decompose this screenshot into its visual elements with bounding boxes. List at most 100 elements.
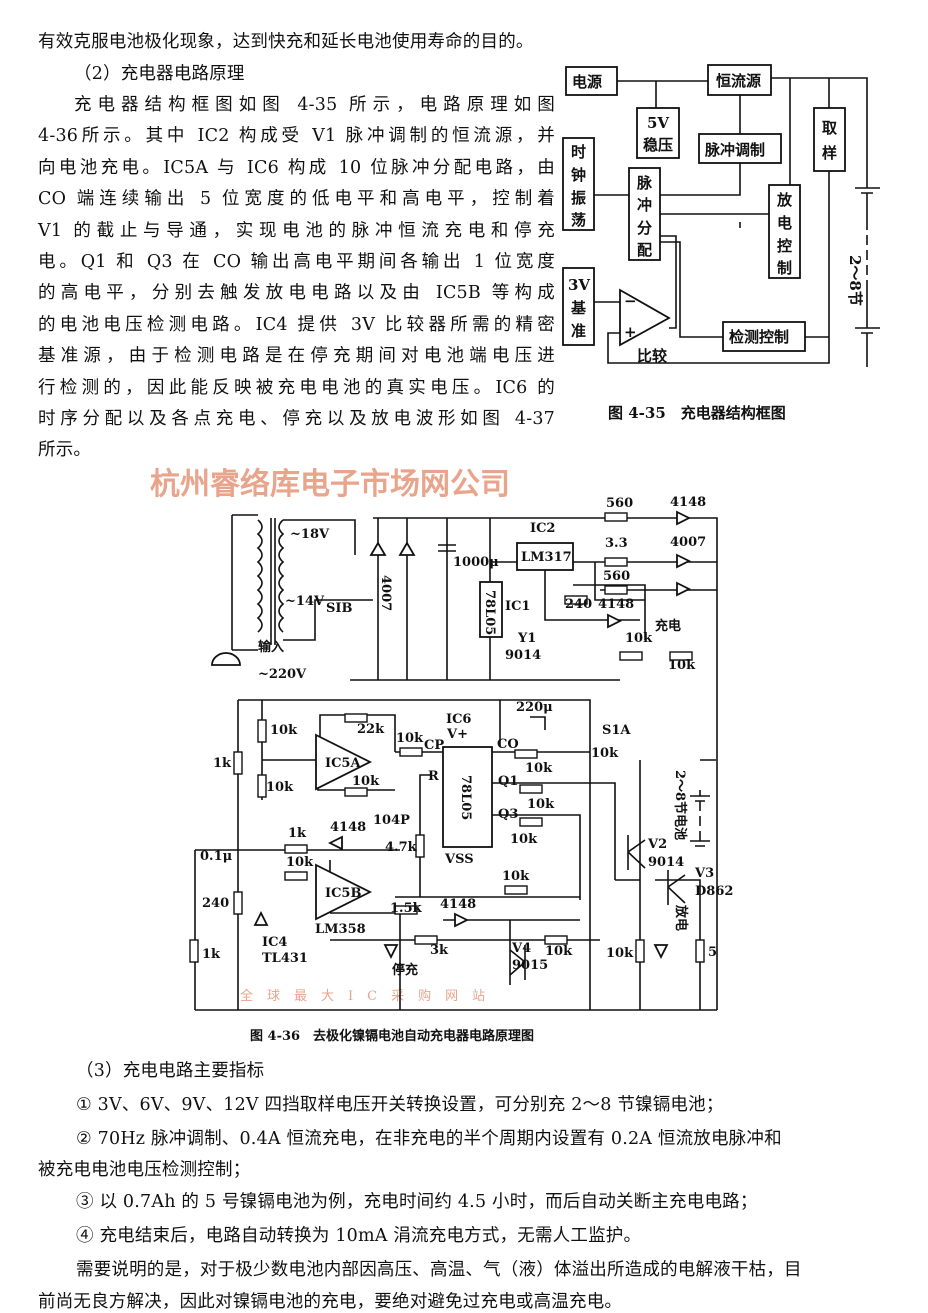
paragraph-line: 有效克服电池极化现象，达到快充和延长电池使用寿命的目的。 [38,32,534,52]
label-cp: CP [424,738,444,753]
label-r15k: 1.5k [390,901,423,916]
resistor [257,774,267,798]
capacitor-1000u [438,544,456,552]
resistor [399,747,423,757]
label-v4-part: 9015 [512,958,548,973]
resistor [414,935,438,945]
pulse-mod-block [698,133,782,164]
label-charge: 充电 [655,618,681,634]
pulse-mod-label: 脉冲调制 [704,141,765,159]
paragraph-line: 时序分配以及各点充电、停充以及放电波形如图 4-37 [38,409,555,429]
label-q1: Q1 [498,774,518,789]
ic5b-opamp [315,863,373,921]
label-r10k-d: 10k [266,780,294,795]
resistor [504,885,528,895]
plus-sign: + [624,323,637,341]
resistor [669,651,693,661]
label-r10k-n: 10k [591,746,619,761]
label-r10k-l: 10k [545,944,573,959]
label-r10k-k: 10k [502,869,530,884]
discharge-label: 制 [777,259,792,277]
label-c220: 220μ [516,700,553,715]
label-co: CO [497,737,519,752]
label-v4: V4 [511,941,531,956]
power-block [565,66,618,96]
label-d4148b: 4148 [598,597,634,612]
label-r10k-f: 10k [396,731,424,746]
ref-3v-label: 3V [568,276,590,294]
label-ic6: IC6 [446,712,471,727]
label-d4007a: 4007 [378,575,393,611]
resistor [635,939,645,963]
reg-5v-label: 5V [647,114,669,132]
paragraph-line: 4-36所示。其中 IC2 构成受 V1 脉冲调制的恒流源，并 [38,126,555,147]
label-d4148d: 4148 [440,897,476,912]
paragraph-line: 的高电平，分别去触发放电电路以及由 IC5B 等构成 [38,283,555,304]
section-heading: （3）充电电路主要指标 [76,1061,265,1081]
label-r10k-c: 10k [270,723,298,738]
paragraph-line: 的电池电压检测电路。IC4 提供 3V 比较器所需的精密 [38,314,555,335]
discharge-label: 放 [776,191,793,209]
label-vplus: V+ [446,727,468,742]
label-r10k-e: 10k [352,774,380,789]
resistor [604,512,628,522]
clock-label: 钟 [571,166,586,184]
paragraph-line: CO 端连续输出 5 位宽度的低电平和高电平，控制着 [38,189,555,210]
label-r10k-g: 10k [525,761,553,776]
label-s1b: SIB [326,601,352,616]
ref-3v-label: 基 [570,299,587,317]
label-r1k-b: 1k [288,826,307,841]
figure-caption-4-36: 图 4-36 去极化镍镉电池自动充电器电路原理图 [250,1028,534,1044]
label-ic2: IC2 [530,521,555,536]
label-lm317: LM317 [521,550,572,565]
transformer-primary [256,519,263,633]
resistor [284,844,308,854]
resistor [233,891,243,915]
pulse-dist-label: 配 [637,241,652,259]
paragraph-line: V1 的截止与导通，实现电池的脉冲恒流充电和停充 [38,220,555,241]
paragraph-line: 基准源，由于检测电路是在停充期间对电池端电压进 [38,346,555,367]
block-diagram: 电源 恒流源 5V 稳压 脉冲调制 取 样 时 钟 振 荡 脉 冲 分 配 放 … [562,64,880,422]
discharge-label: 电 [777,214,792,232]
label-stop-charge: 停充 [392,962,418,978]
label-r5: 5 [708,945,717,960]
label-y1-part: 9014 [505,648,541,663]
label-ic1-part: 78L05 [482,590,497,635]
label-v3-part: D862 [695,884,733,899]
label-r33: 3.3 [605,536,628,551]
transformer-core [270,518,276,645]
paragraph-line: 行检测的，因此能反映被充电电池的真实电压。IC6 的 [38,377,555,398]
spec-item: ④ 充电结束后，电路自动转换为 10mA 涓流充电方式，无需人工监护。 [76,1226,642,1246]
clock-block [562,137,595,231]
figure-caption-4-35: 图 4-35 充电器结构框图 [608,404,786,422]
label-r22k: 22k [357,722,385,737]
discharge-block [768,184,801,279]
section-heading: （2）充电器电路原理 [74,64,245,84]
label-v2-part: 9014 [648,855,684,870]
ref-3v-label: 准 [571,322,586,340]
label-vss: VSS [444,852,474,867]
battery-label: 2～8节 [846,255,864,306]
pulse-dist-label: 分 [637,219,652,237]
label-lm358: LM358 [315,922,366,937]
resistor [394,905,418,915]
discharge-label: 控 [777,237,792,255]
label-r: R [428,769,439,784]
diodes [607,510,692,629]
label-ic5a: IC5A [325,756,361,771]
block-wires [594,77,880,367]
label-v2: V2 [647,837,667,852]
spec-item: ① 3V、6V、9V、12V 四挡取样电压开关转换设置，可分别充 2～8 节镍镉… [76,1095,724,1115]
label-d4148a: 4148 [670,495,706,510]
ic5a-opamp [315,733,373,791]
label-battery: 2～8节电池 [672,770,688,840]
power-plug-icon [211,652,241,666]
comparator-symbol [619,288,671,347]
spec-item: ② 70Hz 脉冲调制、0.4A 恒流充电，在非充电的半个周期内设置有 0.2A… [76,1129,782,1149]
power-label: 电源 [572,73,602,91]
label-d4148c: 4148 [330,820,366,835]
compare-label: 比较 [637,347,667,365]
lm317-chip [516,542,574,571]
watermark: 杭州睿络库电子市场网公司 全球最大IC采购网站 [150,467,510,1004]
